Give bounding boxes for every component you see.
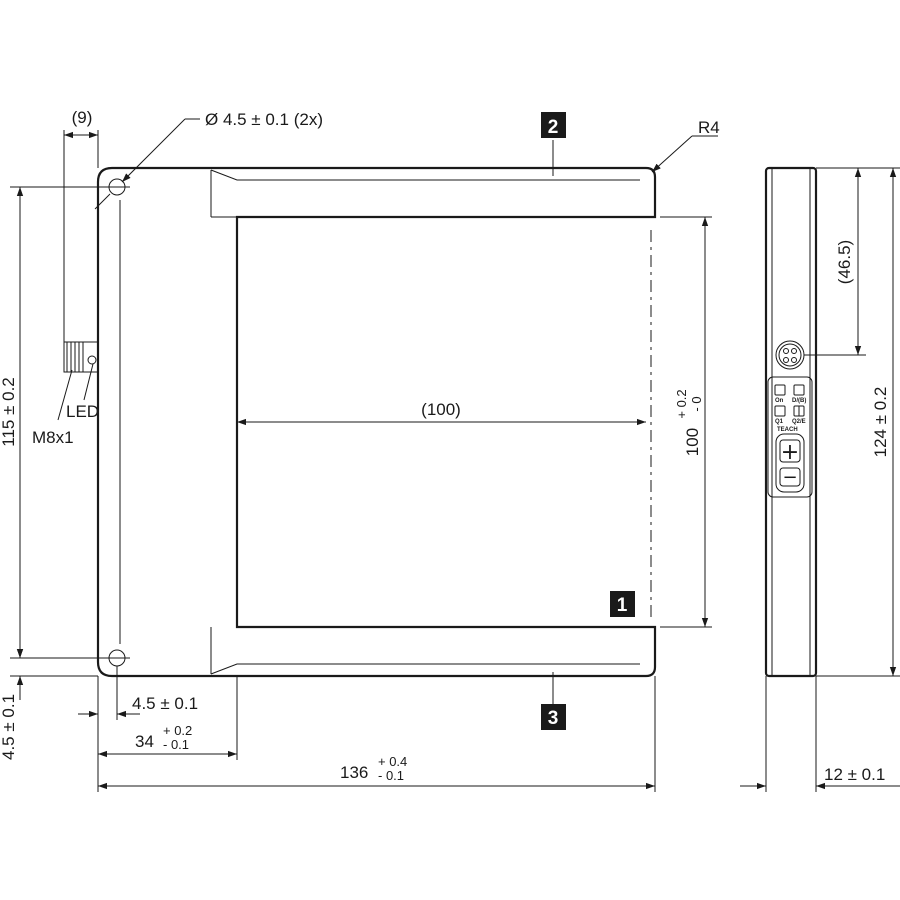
led-q1-indicator <box>774 405 786 417</box>
led-on-indicator <box>774 384 786 396</box>
dim-fork-gap-lower: - 0 <box>689 396 704 411</box>
dim-connector-height: (46.5) <box>835 240 854 284</box>
connector-label: M8x1 <box>32 428 74 447</box>
side-view-body <box>764 166 818 678</box>
upper-arm-chamfer <box>210 169 640 181</box>
control-panel: On D/(B) Q1 Q2/E TEACH + − <box>767 376 813 498</box>
dim-base-width-main: 34 <box>135 732 154 751</box>
dim-hole-offset-y: 4.5 ± 0.1 <box>0 694 18 760</box>
panel-label-on: On <box>775 398 784 404</box>
marker-2 <box>541 112 566 138</box>
marker-1 <box>610 591 635 617</box>
dim-base-width-upper: + 0.2 <box>163 723 192 738</box>
dim-thickness: 12 ± 0.1 <box>824 765 885 784</box>
dim-total-height: 115 ± 0.2 <box>0 377 18 447</box>
led-db-indicator <box>793 384 805 396</box>
lower-arm-chamfer <box>210 663 640 675</box>
marker-3-label: 3 <box>548 708 559 729</box>
teach-label: TEACH <box>777 427 798 433</box>
hole-diameter-label: Ø 4.5 ± 0.1 (2x) <box>205 110 323 129</box>
teach-button-housing <box>775 433 805 493</box>
minus-icon: − <box>782 467 797 488</box>
marker-2-label: 2 <box>548 117 559 138</box>
marker-3 <box>541 704 566 730</box>
panel-label-q2: Q2/E <box>792 419 806 425</box>
dim-fork-gap-main: 100 <box>683 428 702 456</box>
dim-hole-offset-x: 4.5 ± 0.1 <box>132 694 198 713</box>
led-label: LED <box>66 402 99 421</box>
dim-base-width-lower: - 0.1 <box>163 737 189 752</box>
panel-label-db: D/(B) <box>792 398 806 404</box>
plus-icon: + <box>781 440 799 465</box>
upper-arm-detail <box>210 170 237 218</box>
dim-connector-offset: (9) <box>72 108 93 127</box>
dim-total-width-upper: + 0.4 <box>378 754 407 769</box>
teach-plus-button <box>779 439 801 463</box>
marker-1-label: 1 <box>617 595 628 616</box>
panel-label-q1: Q1 <box>775 419 784 425</box>
dim-side-total-height: 124 ± 0.2 <box>871 387 890 458</box>
dim-inner-width: (100) <box>421 400 461 419</box>
fork-body-outline <box>96 166 657 678</box>
dim-total-width-lower: - 0.1 <box>378 768 404 783</box>
teach-minus-button <box>779 467 801 487</box>
radius-label: R4 <box>698 118 720 137</box>
m8-connector <box>63 341 99 373</box>
dim-fork-gap-upper: + 0.2 <box>674 389 689 418</box>
dim-total-width-main: 136 <box>340 763 368 782</box>
side-connector <box>775 340 805 370</box>
